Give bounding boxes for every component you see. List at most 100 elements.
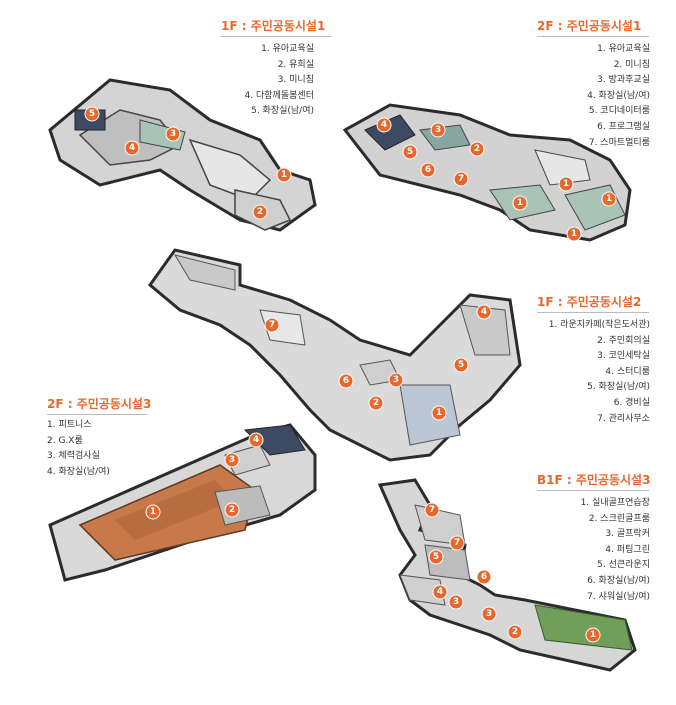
svg-text:2: 2 xyxy=(512,627,518,637)
floor-plan-2f-3: 4 3 1 2 xyxy=(48,423,317,582)
svg-text:3: 3 xyxy=(453,597,459,607)
svg-text:2: 2 xyxy=(229,505,235,515)
svg-text:5: 5 xyxy=(458,360,464,370)
list-item: 7. 스마트멀티룸 xyxy=(588,137,650,148)
svg-text:3: 3 xyxy=(435,125,441,135)
svg-text:1: 1 xyxy=(436,408,442,418)
room-marker: 7 xyxy=(453,171,469,187)
svg-text:7: 7 xyxy=(269,320,275,330)
list-item: 6. 경비실 xyxy=(613,397,650,408)
floor-plan-1f-1: 5 4 3 1 2 xyxy=(48,78,317,232)
title-rule xyxy=(537,36,649,37)
title-rule xyxy=(537,312,649,313)
svg-text:3: 3 xyxy=(486,609,492,619)
svg-text:3: 3 xyxy=(229,455,235,465)
floor-plan-2f-1: 4 3 5 2 6 7 1 1 1 1 xyxy=(342,103,632,242)
svg-text:1: 1 xyxy=(571,229,577,239)
svg-text:1: 1 xyxy=(590,630,596,640)
room-marker: 7 xyxy=(424,502,440,518)
svg-text:7: 7 xyxy=(458,174,464,184)
svg-text:7: 7 xyxy=(429,505,435,515)
room-marker: 6 xyxy=(420,162,436,178)
list-item: 5. 화장실(남/여) xyxy=(587,382,650,393)
floor-plan-b1f-3: 7 7 5 6 4 3 3 2 1 xyxy=(377,478,637,672)
room-marker: 3 xyxy=(481,606,497,622)
section-title-1f-2: 1F : 주민공동시설2 xyxy=(537,295,642,309)
list-item: 2. 유희실 xyxy=(277,59,314,70)
room-marker: 2 xyxy=(507,624,523,640)
list-item: 1. 유아교육실 xyxy=(261,44,314,54)
list-item: 5. 선큰라운지 xyxy=(597,560,650,571)
list-item: 2. G.X룸 xyxy=(47,435,83,446)
svg-text:1: 1 xyxy=(606,194,612,204)
room-marker: 1 xyxy=(558,176,574,192)
room-marker: 3 xyxy=(224,452,240,468)
room-list-1f-2: 1. 라운지카페(작은도서관) 2. 주민회의실 3. 코인세탁실 4. 스터디… xyxy=(549,318,650,427)
title-rule xyxy=(47,414,147,415)
list-item: 4. 퍼팅그린 xyxy=(605,544,650,555)
room-list-b1f-3: 1. 실내골프연습장 2. 스크린골프룸 3. 골프락커 4. 퍼팅그린 5. … xyxy=(581,496,650,605)
room-marker: 2 xyxy=(224,502,240,518)
floor-plan-1f-2: 4 7 6 3 5 2 1 xyxy=(147,248,522,462)
room-marker: 2 xyxy=(252,204,268,220)
room-marker: 2 xyxy=(368,395,384,411)
list-item: 3. 골프락커 xyxy=(605,529,650,540)
svg-text:5: 5 xyxy=(433,552,439,562)
svg-text:3: 3 xyxy=(393,375,399,385)
list-item: 3. 코인세탁실 xyxy=(597,351,650,362)
room-marker: 4 xyxy=(124,140,140,156)
svg-text:4: 4 xyxy=(253,435,259,445)
room-marker: 3 xyxy=(448,594,464,610)
room-list-2f-1: 1. 유아교육실 2. 미니짐 3. 방과후교실 4. 화장실(남/여) 5. … xyxy=(587,42,650,151)
section-title-1f-1: 1F : 주민공동시설1 xyxy=(221,19,326,33)
room-marker: 1 xyxy=(601,191,617,207)
room-marker: 3 xyxy=(388,372,404,388)
room-marker: 1 xyxy=(145,504,161,520)
svg-text:2: 2 xyxy=(373,398,379,408)
list-item: 3. 방과후교실 xyxy=(597,75,650,86)
list-item: 3. 체력검사실 xyxy=(47,451,100,462)
room-marker: 5 xyxy=(453,357,469,373)
room-marker: 3 xyxy=(430,122,446,138)
room-marker: 1 xyxy=(512,195,528,211)
room-marker: 1 xyxy=(566,226,582,242)
room-list-2f-3: 1. 피트니스 2. G.X룸 3. 체력검사실 4. 화장실(남/여) xyxy=(47,418,110,480)
list-item: 1. 라운지카페(작은도서관) xyxy=(548,320,650,330)
list-item: 2. 스크린골프룸 xyxy=(588,513,650,524)
room-marker: 7 xyxy=(264,317,280,333)
title-rule xyxy=(537,490,649,491)
list-item: 1. 실내골프연습장 xyxy=(580,498,650,508)
list-item: 2. 미니짐 xyxy=(613,59,650,70)
room-list-1f-1: 1. 유아교육실 2. 유희실 3. 미니짐 4. 다함께돌봄센터 5. 화장실… xyxy=(245,42,314,120)
svg-text:1: 1 xyxy=(281,170,287,180)
svg-text:4: 4 xyxy=(481,307,487,317)
list-item: 3. 미니짐 xyxy=(277,75,314,86)
list-item: 5. 코디네이터룸 xyxy=(588,106,650,117)
list-item: 7. 관리사무소 xyxy=(597,413,650,424)
svg-text:4: 4 xyxy=(381,120,387,130)
svg-text:5: 5 xyxy=(89,109,95,119)
list-item: 6. 화장실(남/여) xyxy=(587,575,650,586)
svg-text:4: 4 xyxy=(437,587,443,597)
section-title-b1f-3: B1F : 주민공동시설3 xyxy=(537,473,651,487)
svg-text:5: 5 xyxy=(407,147,413,157)
list-item: 7. 샤워실(남/여) xyxy=(587,591,650,602)
title-rule xyxy=(221,36,331,37)
room-marker: 4 xyxy=(432,584,448,600)
svg-text:1: 1 xyxy=(563,179,569,189)
room-marker: 4 xyxy=(476,304,492,320)
list-item: 4. 스터디룸 xyxy=(605,366,650,377)
list-item: 4. 화장실(남/여) xyxy=(587,90,650,101)
room-marker: 6 xyxy=(476,569,492,585)
list-item: 4. 화장실(남/여) xyxy=(47,466,110,477)
svg-text:2: 2 xyxy=(257,207,263,217)
svg-text:3: 3 xyxy=(170,129,176,139)
svg-text:6: 6 xyxy=(425,165,431,175)
room-marker: 1 xyxy=(276,167,292,183)
list-item: 1. 피트니스 xyxy=(47,420,92,430)
svg-text:1: 1 xyxy=(517,198,523,208)
list-item: 5. 화장실(남/여) xyxy=(251,106,314,117)
svg-text:7: 7 xyxy=(454,538,460,548)
svg-text:1: 1 xyxy=(150,507,156,517)
svg-text:4: 4 xyxy=(129,143,135,153)
